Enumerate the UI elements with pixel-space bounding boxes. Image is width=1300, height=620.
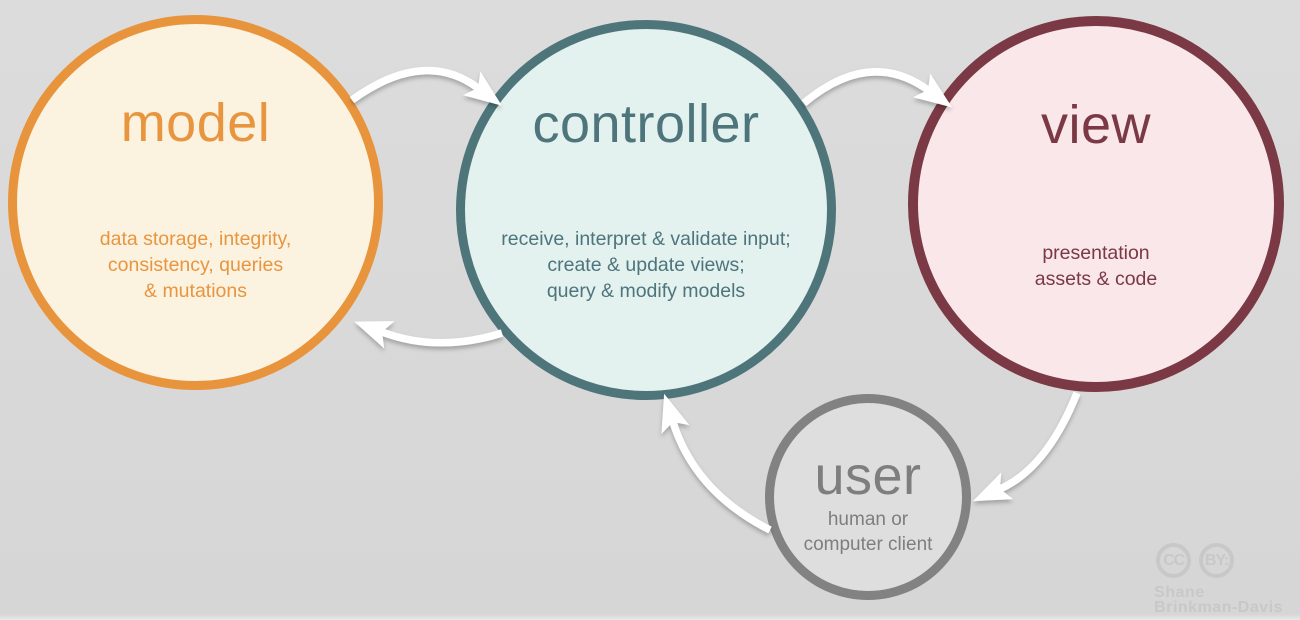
- description-line: & mutations: [144, 280, 247, 302]
- model-node: model data storage, integrity, consisten…: [8, 15, 383, 390]
- license-attribution: CC BY: Shane Brinkman-Davis: [1154, 543, 1283, 616]
- cc-by-icon: BY:: [1199, 543, 1235, 578]
- view-description: presentation assets & code: [918, 240, 1274, 292]
- author-name-line: Shane: [1154, 584, 1205, 601]
- bottom-edge-highlight: [0, 614, 1300, 620]
- description-line: computer client: [803, 534, 933, 555]
- arrow-view-to-user: [972, 391, 1081, 502]
- model-description: data storage, integrity, consistency, qu…: [17, 226, 374, 304]
- description-line: human or: [827, 509, 909, 530]
- description-line: receive, interpret & validate input;: [501, 228, 791, 250]
- controller-node: controller receive, interpret & validate…: [456, 20, 836, 400]
- description-line: presentation: [1042, 242, 1150, 264]
- arrow-user-to-controller: [661, 393, 772, 534]
- description-line: query & modify models: [546, 280, 746, 302]
- model-title: model: [120, 93, 271, 153]
- controller-title: controller: [532, 94, 760, 154]
- author-name-line: Brinkman-Davis: [1154, 599, 1283, 616]
- author-name: Shane Brinkman-Davis: [1154, 584, 1283, 616]
- view-node: view presentation assets & code: [908, 16, 1284, 392]
- view-title: view: [1040, 95, 1152, 155]
- license-badges: CC BY:: [1156, 543, 1283, 578]
- description-line: data storage, integrity,: [99, 228, 292, 250]
- description-line: consistency, queries: [107, 254, 284, 276]
- user-node: user human or computer client: [765, 394, 971, 600]
- description-line: assets & code: [1034, 268, 1158, 290]
- user-description: human or computer client: [774, 507, 962, 557]
- arrow-controller-to-model: [354, 321, 504, 349]
- description-line: create & update views;: [547, 254, 745, 276]
- cc-icon: CC: [1156, 543, 1192, 578]
- user-title: user: [814, 446, 922, 506]
- controller-description: receive, interpret & validate input; cre…: [465, 226, 827, 304]
